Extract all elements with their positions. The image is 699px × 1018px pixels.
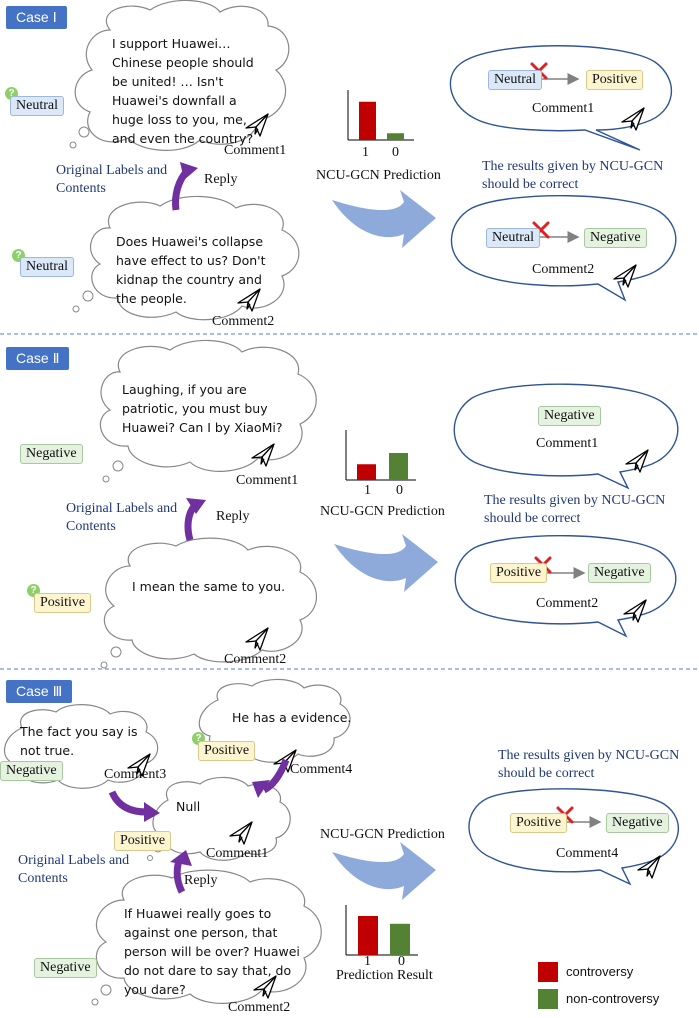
case1-out2-from: Neutral bbox=[486, 228, 540, 248]
case2-bar-cat1: 1 bbox=[364, 483, 371, 498]
case3-out-to: Negative bbox=[606, 813, 669, 833]
case2-reply-arrowhead bbox=[186, 498, 206, 514]
case3-c4-arrow bbox=[262, 758, 290, 794]
case3-c3-comment: The fact you say is not true. bbox=[20, 724, 138, 758]
case1-pred-title: NCU-GCN Prediction bbox=[316, 168, 441, 183]
case2-big-arrow bbox=[334, 534, 438, 592]
case3-out-caption: Comment4 bbox=[556, 846, 619, 861]
case3-c3-label: Negative bbox=[0, 761, 63, 781]
case2-child-label: Positive bbox=[34, 593, 92, 613]
case2-original-labels: Original Labels and Contents bbox=[66, 501, 178, 534]
case1-tag: Case Ⅰ bbox=[6, 6, 67, 29]
case3-c4-label: Positive bbox=[198, 741, 256, 761]
case3-c3-arrow bbox=[108, 790, 147, 816]
case1-child-label: Neutral bbox=[20, 257, 74, 277]
case1-original-labels: Original Labels and Contents bbox=[56, 163, 168, 196]
bar-0 bbox=[390, 923, 410, 955]
case3-reply: Reply bbox=[184, 873, 218, 888]
case3-c4-comment: He has a evidence. bbox=[232, 710, 352, 725]
case1-parent-comment: I support Huawei… Chinese people should … bbox=[112, 36, 254, 146]
case3-prediction-chart bbox=[345, 905, 418, 956]
case3-result-text: The results given by NCU-GCN should be c… bbox=[498, 748, 680, 781]
legend-controversy-label: controversy bbox=[566, 964, 634, 979]
case3-c2-comment: If Huawei really goes to against one per… bbox=[124, 906, 300, 997]
case3-out-from: Positive bbox=[510, 813, 568, 833]
case3-bar-cat1: 1 bbox=[364, 954, 371, 969]
case1-bar-cat1: 1 bbox=[362, 145, 369, 160]
case2-child-caption: Comment2 bbox=[224, 652, 287, 667]
case1-reply: Reply bbox=[204, 172, 238, 187]
case2-out2-caption: Comment2 bbox=[536, 596, 599, 611]
case1-child-cloud bbox=[72, 195, 300, 321]
case1-out1-to: Positive bbox=[586, 70, 644, 90]
bar-1 bbox=[358, 916, 378, 955]
case1-out1-from: Neutral bbox=[488, 70, 542, 90]
case3-c3-caption: Comment3 bbox=[104, 767, 167, 782]
case2-pred-title: NCU-GCN Prediction bbox=[320, 504, 445, 519]
case3-output-bubble bbox=[468, 788, 680, 886]
case2-parent-comment: Laughing, if you are patriotic, you must… bbox=[122, 382, 283, 435]
case3-bar-cat0: 0 bbox=[398, 954, 405, 969]
case3-tag: Case Ⅲ bbox=[6, 680, 73, 703]
bar-0 bbox=[387, 133, 404, 140]
case2-output-bubble-1 bbox=[453, 383, 679, 490]
case2-reply: Reply bbox=[216, 509, 250, 524]
case1-output-bubble-1 bbox=[449, 45, 672, 151]
case2-child-comment: I mean the same to you. bbox=[132, 579, 286, 594]
case3-original-labels: Original Labels and Contents bbox=[18, 853, 130, 886]
case2-prediction-chart bbox=[345, 430, 416, 481]
case2-out2-from: Positive bbox=[490, 563, 548, 583]
bar-0 bbox=[389, 453, 408, 480]
case2-tag: Case Ⅱ bbox=[6, 347, 70, 370]
case1-out2-to: Negative bbox=[584, 228, 647, 248]
bar-1 bbox=[357, 464, 376, 480]
case3-c3-arrowhead bbox=[144, 802, 160, 822]
case2-output-bubble-2 bbox=[454, 534, 677, 638]
case3-c4-arrowhead bbox=[252, 780, 270, 798]
bar-1 bbox=[359, 101, 376, 140]
case1-output-bubble-2 bbox=[450, 194, 677, 302]
case1-child-caption: Comment2 bbox=[212, 314, 275, 329]
case1-child-comment: Does Huawei's collapse have effect to us… bbox=[116, 234, 266, 306]
case1-out2-caption: Comment2 bbox=[532, 262, 595, 277]
case1-reply-arrowhead bbox=[180, 162, 198, 180]
legend-controversy-swatch bbox=[538, 962, 558, 982]
case1-result-text: The results given by NCU-GCN should be c… bbox=[482, 159, 664, 192]
case2-out1-label: Negative bbox=[538, 406, 601, 426]
case2-bar-cat0: 0 bbox=[396, 483, 403, 498]
case2-parent-label: Negative bbox=[20, 444, 83, 464]
case1-bar-cat0: 0 bbox=[392, 145, 399, 160]
case3-c1-comment: Null bbox=[176, 799, 201, 814]
case1-parent-caption: Comment1 bbox=[224, 143, 287, 158]
case3-c1-caption: Comment1 bbox=[206, 846, 269, 861]
case1-parent-label: Neutral bbox=[10, 96, 64, 116]
legend-non-controversy-swatch bbox=[538, 989, 558, 1009]
case2-child-cloud bbox=[100, 537, 317, 669]
case3-pred-title: NCU-GCN Prediction bbox=[320, 827, 445, 842]
legend-non-controversy-label: non-controversy bbox=[566, 991, 660, 1006]
case3-c2-cloud bbox=[91, 869, 322, 1006]
case1-big-arrow bbox=[332, 190, 436, 248]
case2-parent-cloud bbox=[99, 339, 317, 483]
case3-c1-label: Positive bbox=[114, 831, 172, 851]
case3-c2-caption: Comment2 bbox=[228, 1000, 291, 1015]
case2-out2-to: Negative bbox=[588, 563, 651, 583]
case3-pred-result: Prediction Result bbox=[336, 968, 433, 983]
case3-c4-caption: Comment4 bbox=[290, 762, 353, 777]
case3-reply-arrowhead bbox=[170, 850, 192, 866]
case3-c2-label: Negative bbox=[34, 958, 97, 978]
case1-prediction-chart bbox=[347, 90, 414, 141]
case3-big-arrow bbox=[332, 842, 436, 900]
case2-out1-caption: Comment1 bbox=[536, 436, 599, 451]
case2-result-text: The results given by NCU-GCN should be c… bbox=[484, 493, 666, 526]
case2-parent-caption: Comment1 bbox=[236, 473, 299, 488]
case1-out1-caption: Comment1 bbox=[532, 101, 595, 116]
